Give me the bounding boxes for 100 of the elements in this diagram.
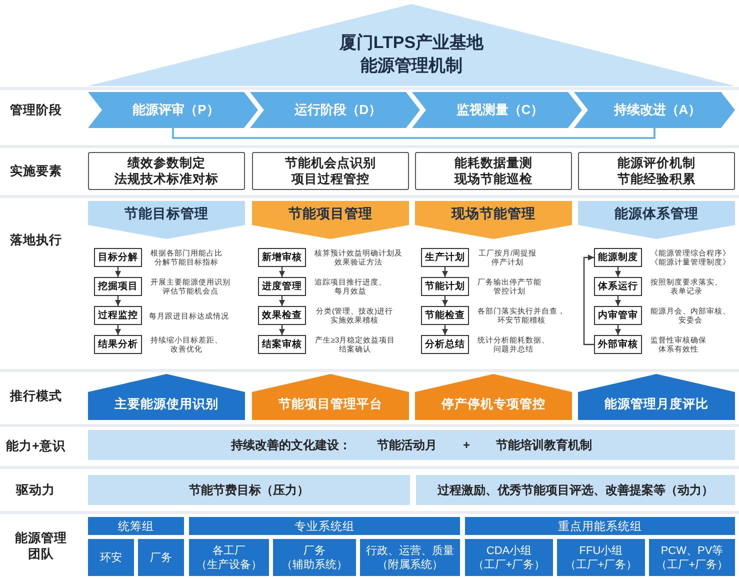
band-text: 过程激励、优秀节能项目评选、改善提案等（动力） [438, 482, 714, 498]
group-title: 专业系统组 [294, 519, 354, 534]
element-text: 能耗数据量测 [454, 155, 532, 171]
process-stage [574, 92, 735, 128]
step-label: 外部审核 [598, 338, 638, 351]
element-text: 能源评价机制 [618, 155, 696, 171]
team-name: 行政、运营、质量 [366, 544, 454, 558]
step-label: 体系运行 [598, 280, 638, 293]
row-label: 能力+意识 [6, 438, 66, 454]
pennant-banner [88, 201, 245, 239]
pennant-banner [252, 201, 409, 239]
step-box [594, 248, 642, 267]
team-box [189, 539, 269, 576]
step-box [421, 335, 469, 354]
arrow [615, 325, 621, 335]
step-label: 结果分析 [98, 338, 138, 351]
step-box [594, 335, 642, 354]
arrow [442, 296, 448, 306]
step-label: 目标分解 [98, 251, 138, 264]
element-text: 项目过程管控 [292, 171, 370, 187]
step-box [94, 248, 142, 267]
arrow [115, 296, 121, 306]
team-name: PCW、PV等 [660, 544, 724, 558]
step-label: 节能计划 [425, 280, 465, 293]
team-name: （附属系统） [377, 558, 443, 572]
info-band [88, 430, 735, 460]
element-text: 绩效参数制定 [128, 155, 206, 171]
stage-label: 监视测量（C） [456, 101, 544, 119]
team-box [138, 539, 184, 576]
team-name: （工厂+厂务） [656, 558, 728, 572]
step-label: 结案审核 [262, 338, 302, 351]
step-label: 挖掘项目 [98, 280, 138, 293]
connector-line [172, 128, 656, 139]
arrow [115, 267, 121, 277]
step-box [258, 277, 306, 296]
step-box [421, 306, 469, 325]
title-text: 能源管理机制 [360, 55, 462, 77]
element-box [252, 152, 409, 190]
team-box [88, 539, 134, 576]
banner-title: 现场节能管理 [452, 205, 536, 223]
process-stage [412, 92, 582, 128]
step-box [421, 248, 469, 267]
element-text: 现场节能巡检 [454, 171, 532, 187]
arrow [442, 325, 448, 335]
mode-label: 停产停机专项管控 [442, 396, 546, 413]
step-label: 效果检查 [262, 309, 302, 322]
row-label: 驱动力 [16, 482, 55, 498]
mode-label: 能源管理月度评比 [604, 396, 708, 413]
step-box [421, 277, 469, 296]
team-name: 环安 [100, 550, 122, 564]
step-box [94, 306, 142, 325]
element-box [415, 152, 572, 190]
band-text: 持续改善的文化建设： [230, 436, 351, 454]
step-label: 新增审核 [262, 251, 302, 264]
process-stage [250, 92, 420, 128]
arrow [583, 254, 594, 346]
house-banner [578, 374, 735, 420]
pennant-banner [415, 201, 572, 239]
stage-label: 能源评审（P） [132, 101, 220, 119]
arrow [279, 267, 285, 277]
group-header [88, 517, 184, 535]
step-box [258, 335, 306, 354]
step-box [594, 277, 642, 296]
process-stage [88, 92, 258, 128]
team-name: （辅助系统） [282, 558, 348, 572]
team-name: 各工厂 [212, 544, 246, 558]
arrow [279, 296, 285, 306]
step-label: 生产计划 [425, 251, 465, 264]
row-label: 实施要素 [10, 163, 62, 179]
arrow [279, 325, 285, 335]
element-text: 节能经验积累 [618, 171, 696, 187]
team-name: FFU小组 [579, 544, 623, 558]
pennant-banner [578, 201, 735, 239]
row-label: 能源管理团队 [14, 530, 68, 562]
group-title: 重点用能系统组 [558, 519, 642, 534]
band-text: 节能培训教育机制 [496, 436, 592, 454]
element-box [88, 152, 245, 190]
arrow [442, 267, 448, 277]
step-box [258, 248, 306, 267]
mode-label: 主要能源使用识别 [114, 396, 218, 413]
team-name: （工厂+厂务） [564, 558, 638, 572]
team-box [360, 539, 460, 576]
team-name: （工厂+厂务） [472, 558, 546, 572]
group-header [189, 517, 460, 535]
team-name: （生产设备） [196, 558, 262, 572]
title-text: 厦门LTPS产业基地 [339, 32, 484, 54]
group-header [465, 517, 735, 535]
element-box [578, 152, 735, 190]
step-label: 过程监控 [98, 309, 138, 322]
mode-label: 节能项目管理平台 [278, 396, 382, 413]
house-banner [252, 374, 409, 420]
band-text: 节能节费目标（压力） [189, 482, 309, 498]
house-banner [88, 374, 245, 420]
step-label: 进度管理 [262, 280, 302, 293]
element-text: 节能机会点识别 [285, 155, 376, 171]
team-box [649, 539, 735, 576]
step-box [94, 335, 142, 354]
element-text: 法规技术标准对标 [114, 171, 218, 187]
step-label: 内审管审 [598, 309, 638, 322]
stage-label: 持续改进（A） [614, 101, 702, 119]
